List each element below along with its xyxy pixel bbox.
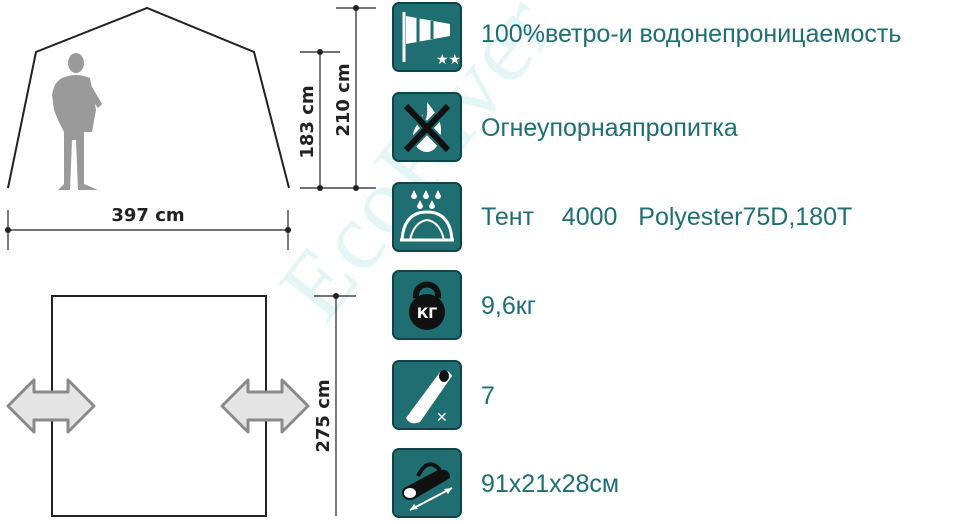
spec-pack-size-text: 91x21x28см (481, 470, 620, 498)
tent-outline (7, 6, 290, 189)
svg-text:✕: ✕ (436, 410, 448, 426)
tent-floor-plan: 275 cm (6, 293, 356, 517)
svg-text:КГ: КГ (417, 306, 437, 322)
sleeping-bag-icon: ✕ (392, 360, 462, 430)
spec-tent-text: Тент 4000 Polyester75D,180T (481, 203, 853, 231)
tent-rain-icon (392, 182, 462, 252)
door-arrow-right (220, 378, 310, 434)
peak-height-dot-bottom (353, 185, 359, 191)
width-label: 397 cm (111, 205, 184, 226)
windsock-icon: ★★ (392, 2, 462, 72)
spec-capacity-text: 7 (481, 382, 495, 410)
no-fire-icon (392, 92, 462, 162)
spec-weight-text: 9,6кг (481, 292, 536, 320)
width-dim-dot-right (285, 227, 291, 233)
wall-height-label: 183 cm (297, 85, 318, 158)
svg-text:★★: ★★ (436, 52, 461, 68)
tent-front-view: 397 cm 183 cm 210 cm (5, 5, 376, 250)
peak-height-label: 210 cm (333, 63, 354, 136)
bag-size-icon (392, 448, 462, 518)
spec-windproof-text: 100%ветро-и водонепроницаемость (481, 20, 902, 48)
person-silhouette (52, 53, 102, 190)
kettlebell-icon: КГ (392, 270, 462, 340)
wall-height-dot-bottom (317, 185, 323, 191)
depth-label: 275 cm (313, 379, 334, 452)
peak-height-dot-top (353, 5, 359, 11)
wall-height-dot (317, 49, 323, 55)
door-arrow-left (6, 378, 96, 434)
spec-fireproof-text: Огнеупорнаяпропитка (481, 114, 738, 142)
width-dim-dot-left (5, 227, 11, 233)
depth-dot-top (333, 293, 339, 299)
